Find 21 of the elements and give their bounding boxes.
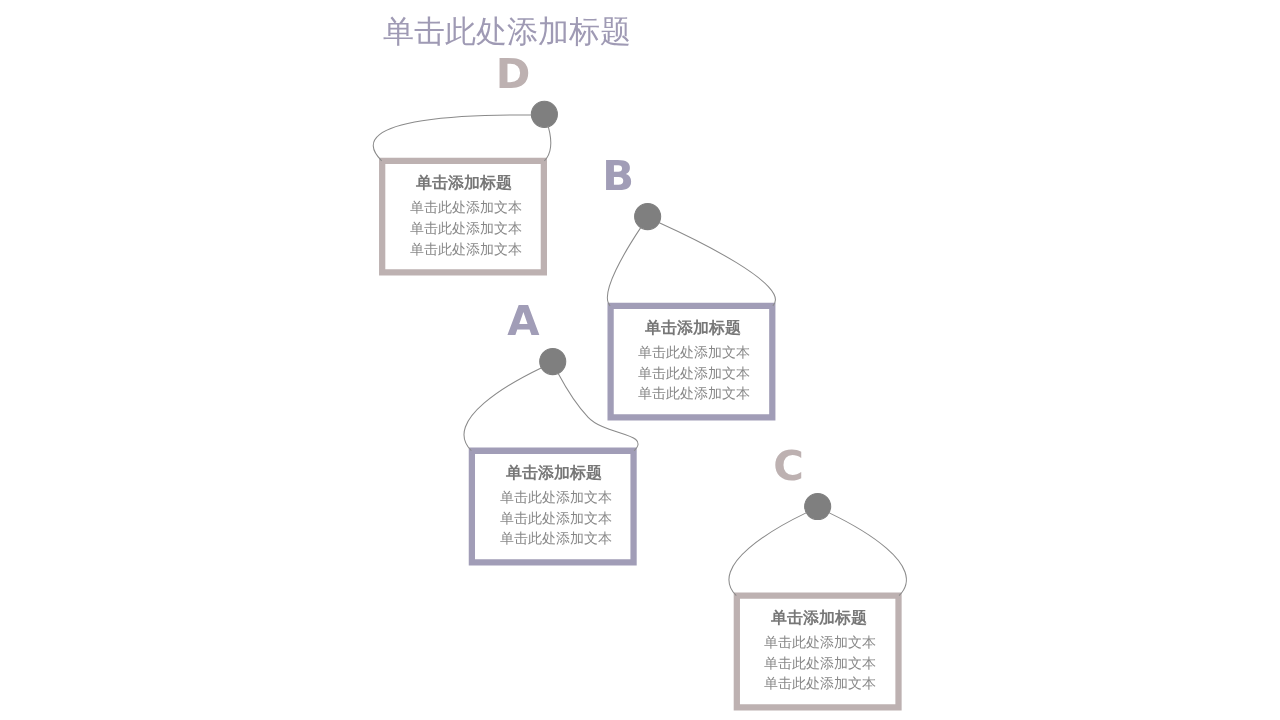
connector [728,512,807,597]
node-label: A [507,295,540,345]
node-circle [539,348,567,376]
node-circle [530,100,558,128]
node-box: 单击添加标题 单击此处添加文本 单击此处添加文本 单击此处添加文本 [733,592,902,711]
node-label: D [495,48,531,98]
connector [557,373,639,452]
diagram-title: 单击此处添加标题 [383,12,632,49]
node-label: C [773,440,804,490]
connector [543,126,552,162]
node-circle [634,203,662,231]
connector [828,512,907,597]
connector [658,222,776,307]
connector [463,367,542,452]
node-box: 单击添加标题 单击此处添加文本 单击此处添加文本 单击此处添加文本 [379,157,547,276]
node-circle [804,493,832,521]
node-label: B [602,150,635,200]
node-box: 单击添加标题 单击此处添加文本 单击此处添加文本 单击此处添加文本 [468,447,637,566]
node-box: 单击添加标题 单击此处添加文本 单击此处添加文本 单击此处添加文本 [607,302,776,421]
connector [606,227,642,307]
connector [373,114,532,162]
